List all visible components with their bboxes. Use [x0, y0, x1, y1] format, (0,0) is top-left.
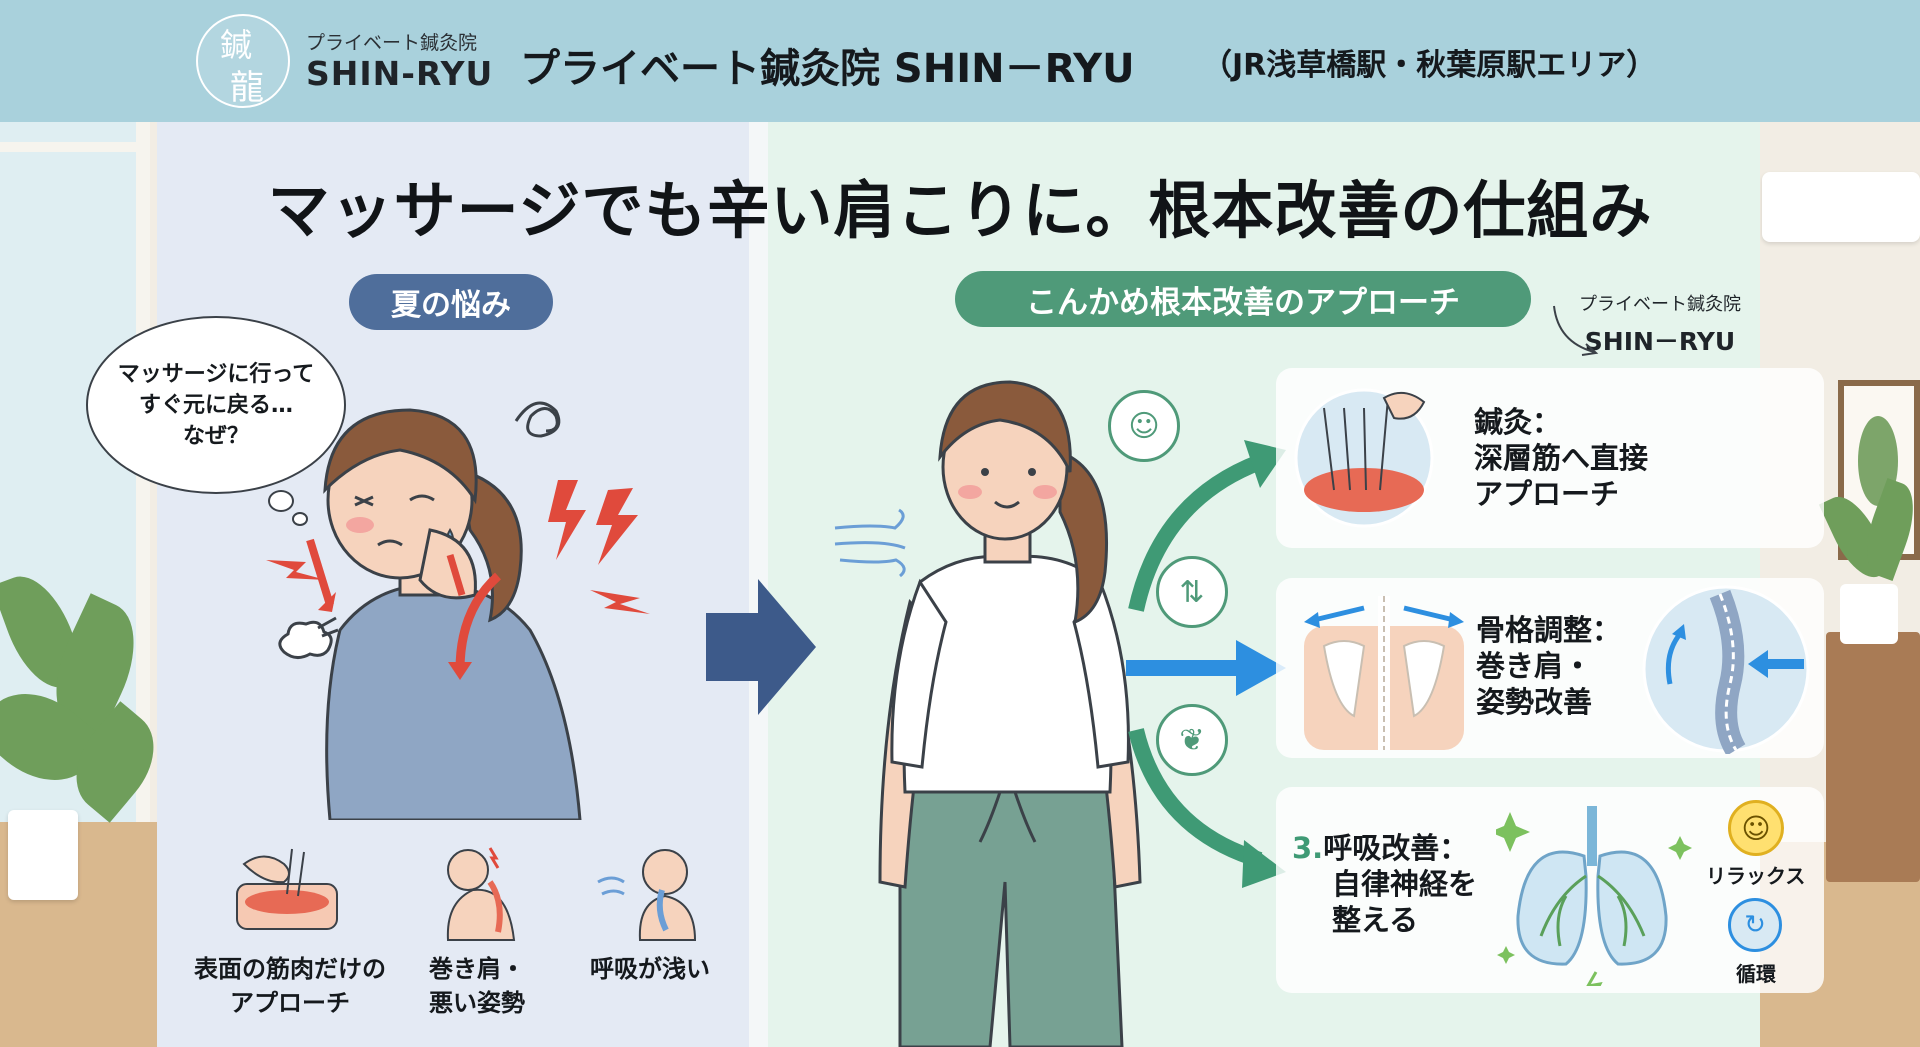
main-title: マッサージでも辛い肩こりに。根本改善の仕組み: [267, 174, 1653, 247]
pain-bolt-icon: [590, 590, 650, 614]
card-2-line-1: 骨格調整：: [1476, 613, 1622, 647]
rounded-shoulder-icon: [446, 847, 516, 941]
cause-3-line-1: 呼吸が浅い: [590, 955, 710, 983]
card-3-line-3: 整える: [1332, 903, 1419, 937]
cause-2-line-2: 悪い姿勢: [429, 989, 525, 1017]
surface-muscle-icon: [236, 848, 338, 930]
smiley-icon: ☺: [1728, 800, 1784, 856]
thought-bubble: マッサージに行って すぐ元に戻る… なぜ？: [86, 316, 346, 494]
cause-label-1: 表面の筋肉だけの アプローチ: [180, 952, 400, 1020]
stress-scribble-icon: [514, 401, 561, 438]
logo-name: SHIN-RYU: [306, 54, 494, 93]
lungs-icon: [1496, 806, 1692, 986]
cabinet: [1826, 632, 1920, 882]
left-heading-pill: 夏の悩み: [349, 274, 553, 330]
skeleton-back-icon: [1304, 596, 1464, 750]
card-1-text: 鍼灸： 深層筋へ直接 アプローチ: [1474, 404, 1648, 512]
acupuncture-icon: [1294, 388, 1434, 528]
logo-subtitle: プライベート鍼灸院: [306, 32, 478, 54]
approach-arrows: [1126, 440, 1286, 888]
card-3-line-1: 呼吸改善：: [1323, 831, 1469, 865]
spine-icon: ⇅: [1156, 556, 1228, 628]
pain-bolt-icon: [548, 480, 638, 565]
shallow-breath-icon: [597, 849, 697, 941]
card-1-line-1: 鍼灸：: [1474, 405, 1562, 439]
relax-label: リラックス: [1706, 864, 1806, 888]
leaf-icon: ❦: [1156, 704, 1228, 776]
clinic-note-name: SHIN－RYU: [1584, 327, 1736, 356]
cause-1-line-2: アプローチ: [230, 989, 350, 1017]
transition-arrow: [706, 579, 816, 715]
card-3-number: 3.: [1292, 831, 1324, 865]
cause-label-3: 呼吸が浅い: [570, 952, 730, 986]
circulation-label: 循環: [1736, 962, 1776, 986]
cycle-icon: ↻: [1728, 898, 1782, 952]
clinic-note-small: プライベート鍼灸院: [1579, 294, 1741, 315]
plant-pot: [8, 810, 78, 900]
card-2-text: 骨格調整： 巻き肩・ 姿勢改善: [1476, 612, 1621, 720]
thought-line-3: なぜ？: [182, 423, 249, 449]
card-1-line-3: アプローチ: [1474, 477, 1620, 511]
sigh-icon: [278, 616, 339, 659]
thought-line-2: すぐ元に戻る…: [138, 392, 293, 418]
relaxed-woman-illustration: [878, 380, 1142, 1047]
cause-2-line-1: 巻き肩・: [429, 955, 525, 983]
card-2-line-3: 姿勢改善: [1476, 685, 1593, 719]
header-bar: 鍼 龍 プライベート鍼灸院 SHIN-RYU プライベート鍼灸院 SHIN－RY…: [0, 0, 1920, 122]
header-area: （JR浅草橋駅・秋葉原駅エリア）: [1202, 48, 1657, 83]
spine-posture-icon: [1642, 585, 1810, 754]
right-heading-pill: こんかめ根本改善のアプローチ: [955, 271, 1531, 327]
logo-char-2: 龍: [230, 68, 264, 108]
logo-mark: 鍼 龍: [196, 14, 290, 108]
thought-dot: [292, 512, 308, 526]
stressed-woman-illustration: [306, 408, 582, 820]
thought-line-1: マッサージに行って: [117, 361, 315, 387]
clinic-note: プライベート鍼灸院 SHIN－RYU: [1540, 290, 1780, 358]
logo-char-1: 鍼: [220, 26, 253, 64]
card-2-line-2: 巻き肩・: [1476, 649, 1593, 683]
cause-1-line-1: 表面の筋肉だけの: [194, 955, 386, 983]
header-title: プライベート鍼灸院 SHIN－RYU: [520, 46, 1135, 92]
card-3-text: 3.呼吸改善： 自律神経を 整える: [1292, 830, 1477, 938]
thought-dot: [268, 490, 294, 512]
curved-arrow-icon: [1553, 305, 1599, 356]
pain-bolt-icon: [266, 560, 326, 580]
smile-hand-icon: ☺: [1108, 390, 1180, 462]
cause-label-2: 巻き肩・ 悪い姿勢: [402, 952, 552, 1020]
card-3-line-2: 自律神経を: [1332, 867, 1478, 901]
wind-icon: [834, 508, 906, 578]
card-1-line-2: 深層筋へ直接: [1474, 441, 1649, 475]
air-conditioner: [1762, 172, 1920, 242]
plant-pot: [1840, 584, 1898, 644]
